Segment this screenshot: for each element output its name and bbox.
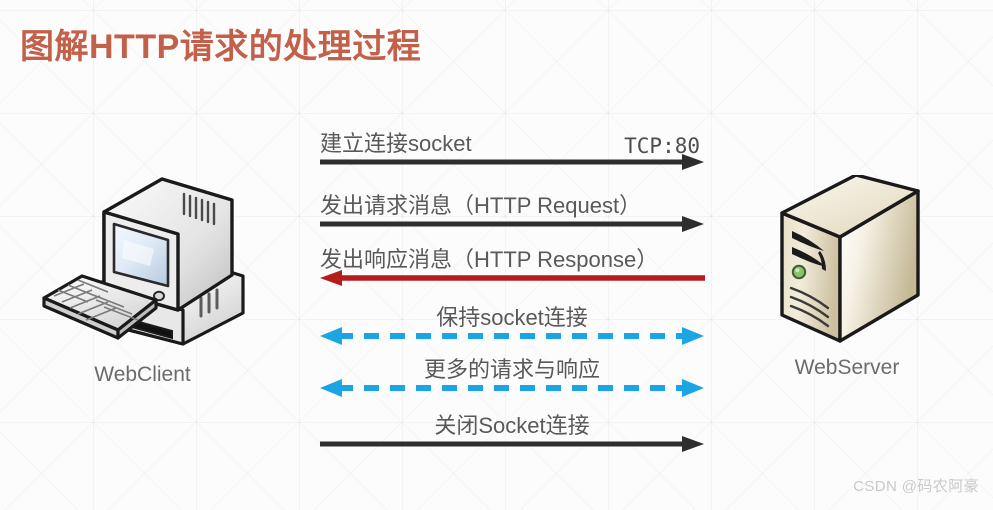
server-tower-icon bbox=[768, 173, 933, 350]
arrow-close-socket bbox=[320, 436, 704, 452]
client-node-label: WebClient bbox=[94, 363, 191, 386]
arrow-establish-connection bbox=[320, 154, 704, 170]
flow-row-more-requests: 更多的请求与响应 bbox=[318, 336, 706, 398]
flow-row-http-request: 发出请求消息（HTTP Request） bbox=[318, 172, 706, 234]
arrow-http-response bbox=[320, 270, 705, 286]
flow-row-keep-alive: 保持socket连接 bbox=[318, 284, 706, 346]
csdn-watermark: CSDN @码农阿豪 bbox=[853, 478, 979, 495]
server-node-label: WebServer bbox=[794, 356, 900, 379]
flow-label-http-request: 发出请求消息（HTTP Request） bbox=[320, 193, 642, 218]
arrow-keep-alive bbox=[320, 327, 704, 345]
arrow-http-request bbox=[320, 216, 704, 232]
desktop-computer-icon bbox=[38, 148, 253, 348]
flow-label-close-socket: 关闭Socket连接 bbox=[434, 413, 590, 438]
flow-label-http-response: 发出响应消息（HTTP Response） bbox=[320, 247, 659, 272]
flow-row-close-socket: 关闭Socket连接 bbox=[318, 392, 706, 454]
flow-label-keep-alive: 保持socket连接 bbox=[436, 305, 588, 330]
flow-sublabel-tcp-port: TCP:80 bbox=[624, 134, 700, 158]
flow-label-establish-connection: 建立连接socket bbox=[320, 131, 472, 156]
page-title: 图解HTTP请求的处理过程 bbox=[20, 28, 422, 66]
flow-row-http-response: 发出响应消息（HTTP Response） bbox=[318, 226, 706, 288]
flow-row-establish-connection: 建立连接socket TCP:80 bbox=[318, 110, 706, 172]
arrow-more-requests bbox=[320, 379, 704, 397]
flow-label-more-requests: 更多的请求与响应 bbox=[423, 357, 600, 382]
